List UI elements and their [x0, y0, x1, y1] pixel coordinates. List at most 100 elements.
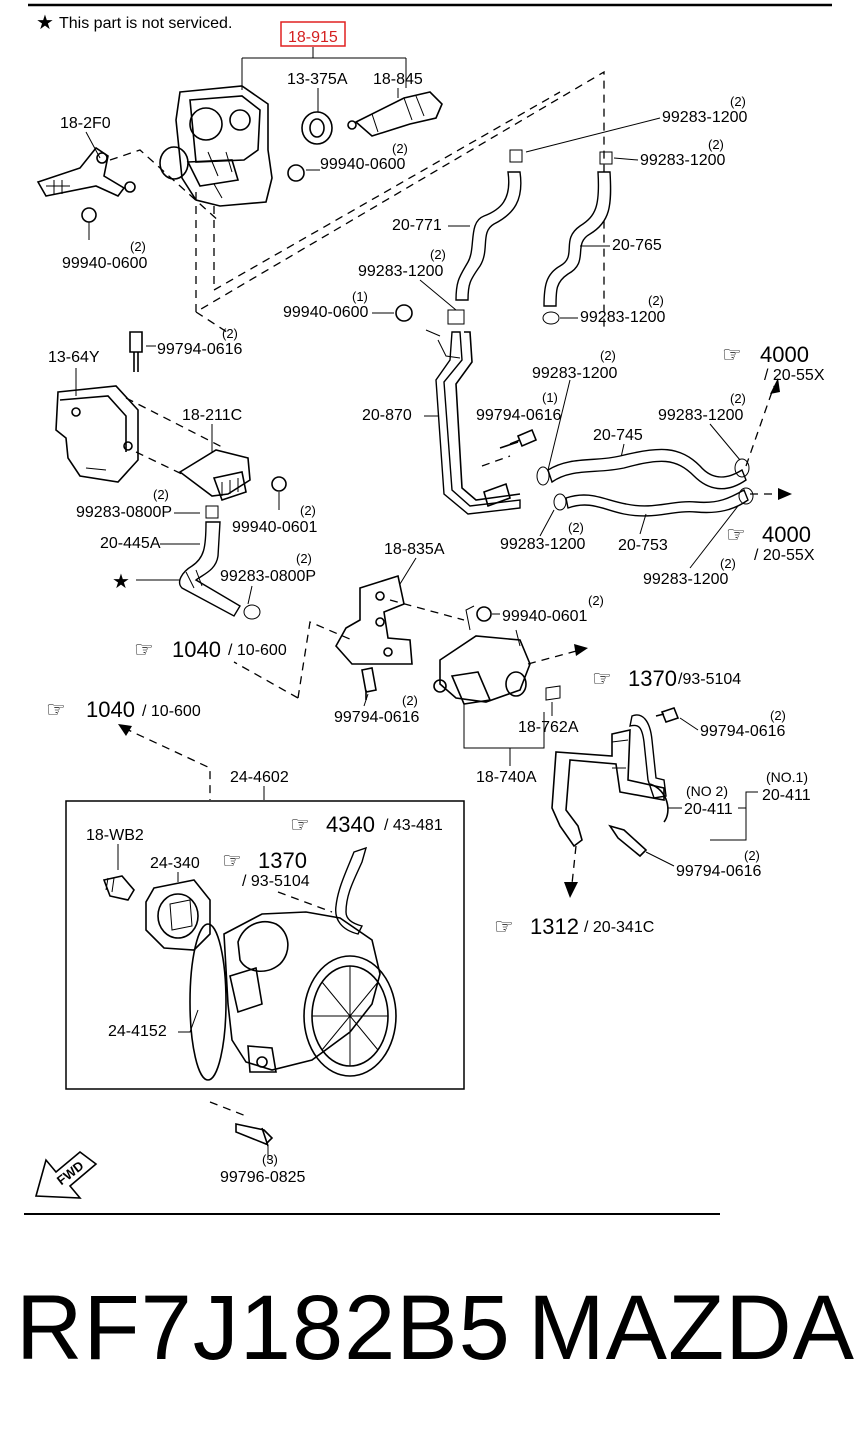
part-18-845[interactable]: 18-845 [373, 71, 423, 88]
label-no2: (NO 2) [686, 783, 728, 799]
part-99283-1200-b[interactable]: 99283-1200 [640, 152, 726, 169]
ref-4000-a-sub: / 20-55X [764, 367, 825, 384]
part-99796-0825[interactable]: 99796-0825 [220, 1169, 306, 1186]
part-99283-1200-c[interactable]: 99283-1200 [358, 263, 444, 280]
part-99283-1200-g[interactable]: 99283-1200 [500, 536, 586, 553]
ref-4340[interactable]: 4340 [326, 812, 375, 837]
ref-1040-b-sub: / 10-600 [142, 703, 201, 720]
part-13-64Y[interactable]: 13-64Y [48, 349, 100, 366]
throttle-body-assembly [159, 85, 273, 207]
solenoid-valve-18-740A-icon [433, 605, 531, 705]
part-24-340[interactable]: 24-340 [150, 855, 200, 872]
sensor-18-211C-icon [178, 449, 251, 502]
part-99283-1200-h[interactable]: 99283-1200 [643, 571, 729, 588]
ref-1040-a-hand-icon: ☞ [134, 637, 154, 662]
ref-1370-b[interactable]: 1370 [258, 848, 307, 873]
gasket-24-340-icon [145, 879, 211, 951]
qty-99283-1200-a: (2) [730, 94, 746, 109]
part-24-4602[interactable]: 24-4602 [230, 769, 289, 786]
part-18-835A[interactable]: 18-835A [384, 541, 445, 558]
not-serviced-star-marker-icon: ★ [112, 571, 130, 593]
part-20-870[interactable]: 20-870 [362, 407, 412, 424]
part-99940-0600-a[interactable]: 99940-0600 [320, 156, 406, 173]
ref-4000-b-sub: / 20-55X [754, 547, 815, 564]
ref-1312-sub: / 20-341C [584, 919, 654, 936]
qty-99940-0600-a: (2) [392, 141, 408, 156]
vacuum-pump-icon [189, 846, 397, 1081]
part-18-WB2[interactable]: 18-WB2 [86, 827, 144, 844]
fwd-arrow-icon: FWD [34, 1150, 98, 1199]
part-99283-1200-f[interactable]: 99283-1200 [658, 407, 744, 424]
ref-1040-b-hand-icon: ☞ [46, 697, 66, 722]
qty-99794-0616-c: (2) [402, 693, 418, 708]
part-18-211C[interactable]: 18-211C [182, 407, 242, 424]
qty-99283-1200-e: (2) [600, 348, 616, 363]
qty-99283-1200-h: (2) [720, 556, 736, 571]
qty-99940-0600-b: (2) [130, 239, 146, 254]
qty-99283-1200-g: (2) [568, 520, 584, 535]
part-18-915[interactable]: 18-915 [288, 29, 338, 46]
hose-20-745 [547, 448, 747, 490]
part-20-445A[interactable]: 20-445A [100, 535, 161, 552]
part-99794-0616-d[interactable]: 99794-0616 [700, 723, 786, 740]
qty-99283-1200-f: (2) [730, 391, 746, 406]
part-99940-0600-c[interactable]: 99940-0600 [283, 304, 369, 321]
ref-1312[interactable]: 1312 [530, 914, 579, 939]
part-99794-0616-c[interactable]: 99794-0616 [334, 709, 420, 726]
ref-1370-b-sub: / 93-5104 [242, 873, 310, 890]
bracket-13-64Y-icon [55, 385, 139, 483]
part-24-4152[interactable]: 24-4152 [108, 1023, 167, 1040]
part-20-745[interactable]: 20-745 [593, 427, 643, 444]
part-18-740A[interactable]: 18-740A [476, 769, 537, 786]
part-99794-0616-e[interactable]: 99794-0616 [676, 863, 762, 880]
part-20-411-a[interactable]: 20-411 [684, 801, 733, 818]
qty-99283-1200-d: (2) [648, 293, 664, 308]
ref-1370-a-hand-icon: ☞ [592, 666, 612, 691]
part-99940-0601-a[interactable]: 99940-0601 [232, 519, 318, 536]
fwd-label: FWD [54, 1158, 87, 1188]
qty-99283-0800P-a: (2) [153, 487, 169, 502]
part-99283-1200-d[interactable]: 99283-1200 [580, 309, 666, 326]
qty-99940-0601-b: (2) [588, 593, 604, 608]
part-18-762A[interactable]: 18-762A [518, 719, 579, 736]
part-20-753[interactable]: 20-753 [618, 537, 668, 554]
ref-1370-a[interactable]: 1370 [628, 666, 677, 691]
hose-20-771 [455, 171, 522, 301]
plug-18-WB2-icon [102, 875, 135, 901]
sensor-18-845-icon [347, 91, 443, 137]
part-99794-0616-b[interactable]: 99794-0616 [476, 407, 562, 424]
part-99283-0800P-b[interactable]: 99283-0800P [220, 568, 316, 585]
ref-4000-b[interactable]: 4000 [762, 522, 811, 547]
ref-1040-a[interactable]: 1040 [172, 637, 221, 662]
part-20-765[interactable]: 20-765 [612, 237, 662, 254]
ref-1040-a-sub: / 10-600 [228, 642, 287, 659]
vacuum-pump-box [65, 800, 465, 1090]
ref-4000-b-hand-icon: ☞ [726, 522, 746, 547]
ref-4000-a-hand-icon: ☞ [722, 342, 742, 367]
part-99940-0600-b[interactable]: 99940-0600 [62, 255, 148, 272]
hose-20-753 [565, 488, 749, 517]
part-18-2F0[interactable]: 18-2F0 [60, 115, 111, 132]
part-13-375A[interactable]: 13-375A [287, 71, 348, 88]
qty-99794-0616-d: (2) [770, 708, 786, 723]
part-99283-1200-e[interactable]: 99283-1200 [532, 365, 618, 382]
pipe-20-411-no1 [551, 728, 665, 848]
hose-20-445A [178, 521, 241, 617]
qty-99283-1200-c: (2) [430, 247, 446, 262]
label-no1: (NO.1) [766, 769, 808, 785]
qty-99283-0800P-b: (2) [296, 551, 312, 566]
qty-99794-0616-e: (2) [744, 848, 760, 863]
part-99940-0601-b[interactable]: 99940-0601 [502, 608, 588, 625]
part-99283-1200-a[interactable]: 99283-1200 [662, 109, 748, 126]
ref-4000-a[interactable]: 4000 [760, 342, 809, 367]
part-99283-0800P-a[interactable]: 99283-0800P [76, 504, 172, 521]
part-20-411-b[interactable]: 20-411 [762, 787, 811, 804]
ref-4340-sub: / 43-481 [384, 817, 443, 834]
part-number-caption: RF7J182B5 [16, 1277, 511, 1379]
part-99794-0616-a[interactable]: 99794-0616 [157, 341, 243, 358]
part-20-771[interactable]: 20-771 [392, 217, 442, 234]
ref-1040-b[interactable]: 1040 [86, 697, 135, 722]
not-serviced-star-icon: ★ [36, 12, 54, 34]
qty-99794-0616-b: (1) [542, 390, 558, 405]
